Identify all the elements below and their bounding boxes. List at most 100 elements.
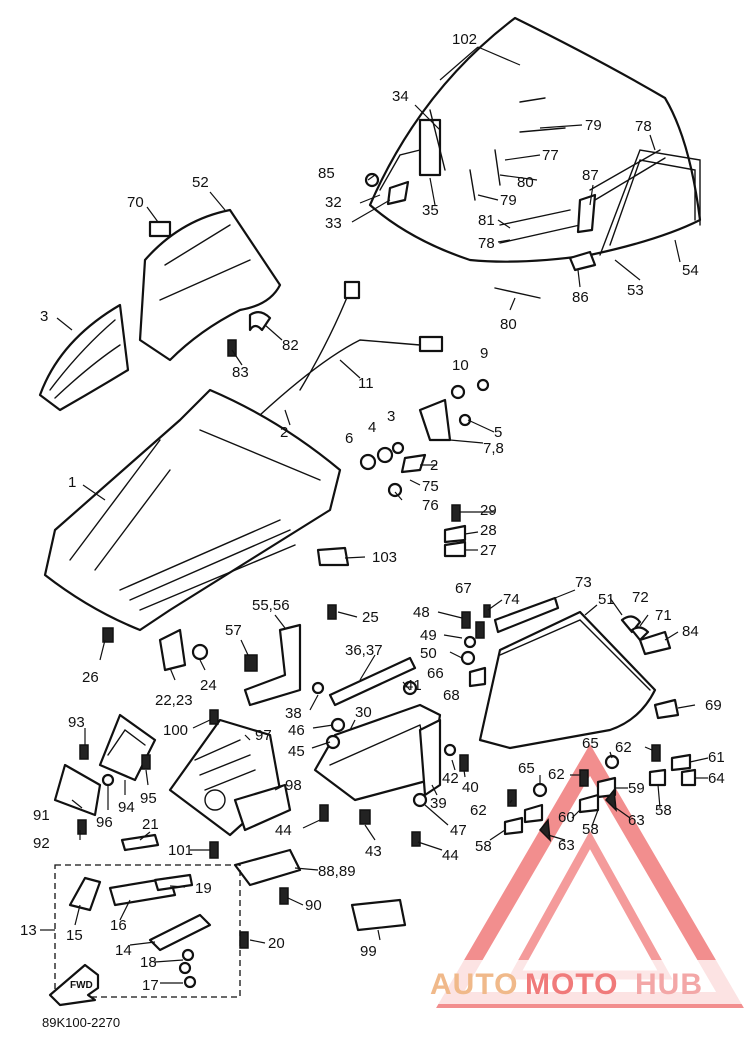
parts-91-96 [53,713,157,835]
part-label: 39 [430,795,447,812]
part-label: 102 [452,31,477,48]
part-label: 46 [288,722,305,739]
part-label: 90 [305,897,322,914]
part-label: 44 [275,822,292,839]
part-label: 22,23 [155,692,193,709]
part-label: 45 [288,743,305,760]
part-label: 36,37 [345,642,383,659]
part-label: 85 [318,165,335,182]
diagram-code: 89K100-2270 [42,1015,120,1030]
part-label: 97 [255,727,272,744]
part-label: 40 [462,779,479,796]
part-label: 75 [422,478,439,495]
part-label: 87 [582,167,599,184]
part-label: 28 [480,522,497,539]
part-label: 62 [470,802,487,819]
part-label: 7,8 [483,440,504,457]
part-label: 15 [66,927,83,944]
part-label: 95 [140,790,157,807]
part-label: 57 [225,622,242,639]
part-label: 88,89 [318,863,356,880]
cable-11 [259,280,444,416]
parts-bottom-center [120,833,407,932]
part-label: 65 [518,760,535,777]
part-label: 47 [450,822,467,839]
part-label: 92 [33,835,50,852]
part-label: 58 [582,821,599,838]
part-label: 99 [360,943,377,960]
part-label: 68 [443,687,460,704]
part-label: 78 [635,118,652,135]
part-label: 20 [268,935,285,952]
part-label: 76 [422,497,439,514]
parts-58-65 [503,744,697,843]
part-label: 52 [192,174,209,191]
logo-word-moto: MOTO [525,968,618,1001]
part-label: 69 [705,697,722,714]
part-label: 34 [392,88,409,105]
part-label: 96 [96,814,113,831]
part-label: 72 [632,589,649,606]
part-label: 42 [442,770,459,787]
part-label: 60 [558,809,575,826]
logo-word-hub: HUB [635,968,703,1001]
part-label: 58 [655,802,672,819]
part-label: 11 [358,375,374,392]
part-label: 63 [628,812,645,829]
part-label: 84 [682,623,699,640]
windshield-group [364,16,702,299]
part-label: 93 [68,714,85,731]
part-label: 2 [430,457,438,474]
fwd-arrow [48,963,100,1007]
part-label: 65 [582,735,599,752]
part-label: 2 [280,424,288,441]
part-label: 63 [558,837,575,854]
part-label: 43 [365,843,382,860]
part-label: 79 [585,117,602,134]
part-label: 59 [628,780,645,797]
part-label: 6 [345,430,353,447]
part-label: 91 [33,807,50,824]
leader-lines [40,46,709,984]
part-label: 55,56 [252,597,290,614]
part-label: 79 [500,192,517,209]
lower-left-brackets [158,604,337,707]
part-label: 16 [110,917,127,934]
panel-97 [168,709,292,837]
part-label: 83 [232,364,249,381]
part-label: 77 [542,147,559,164]
strap-36-37 [311,656,418,707]
part-label: 67 [455,580,472,597]
part-label: 71 [655,607,672,624]
part-label: 62 [615,739,632,756]
part-label: 78 [478,235,495,252]
part-label: 86 [572,289,589,306]
part-label: 103 [372,549,397,566]
part-label: 19 [195,880,212,897]
part-label: 74 [503,591,520,608]
part-label: 53 [627,282,644,299]
part-label: 35 [422,202,439,219]
part-label: 82 [282,337,299,354]
part-label: 73 [575,574,592,591]
part-label: 38 [285,705,302,722]
part-label: 32 [325,194,342,211]
part-label: 44 [442,847,459,864]
part-label: 70 [127,194,144,211]
part-label: 66 [427,665,444,682]
part-label: 30 [355,704,372,721]
part-label: 80 [500,316,517,333]
part-label: 27 [480,542,497,559]
part-label: 64 [708,770,725,787]
watermark-logo: AUTO MOTO HUB [420,744,750,1008]
part-label: 14 [115,942,132,959]
part-label: 29 [480,502,497,519]
part-label: 100 [163,722,188,739]
fastener-cluster-right [316,378,490,567]
inner-panel-52 [138,208,282,362]
part-label: 61 [708,749,725,766]
part-label: 54 [682,262,699,279]
part-label: 94 [118,799,135,816]
fastener-column [460,604,491,688]
